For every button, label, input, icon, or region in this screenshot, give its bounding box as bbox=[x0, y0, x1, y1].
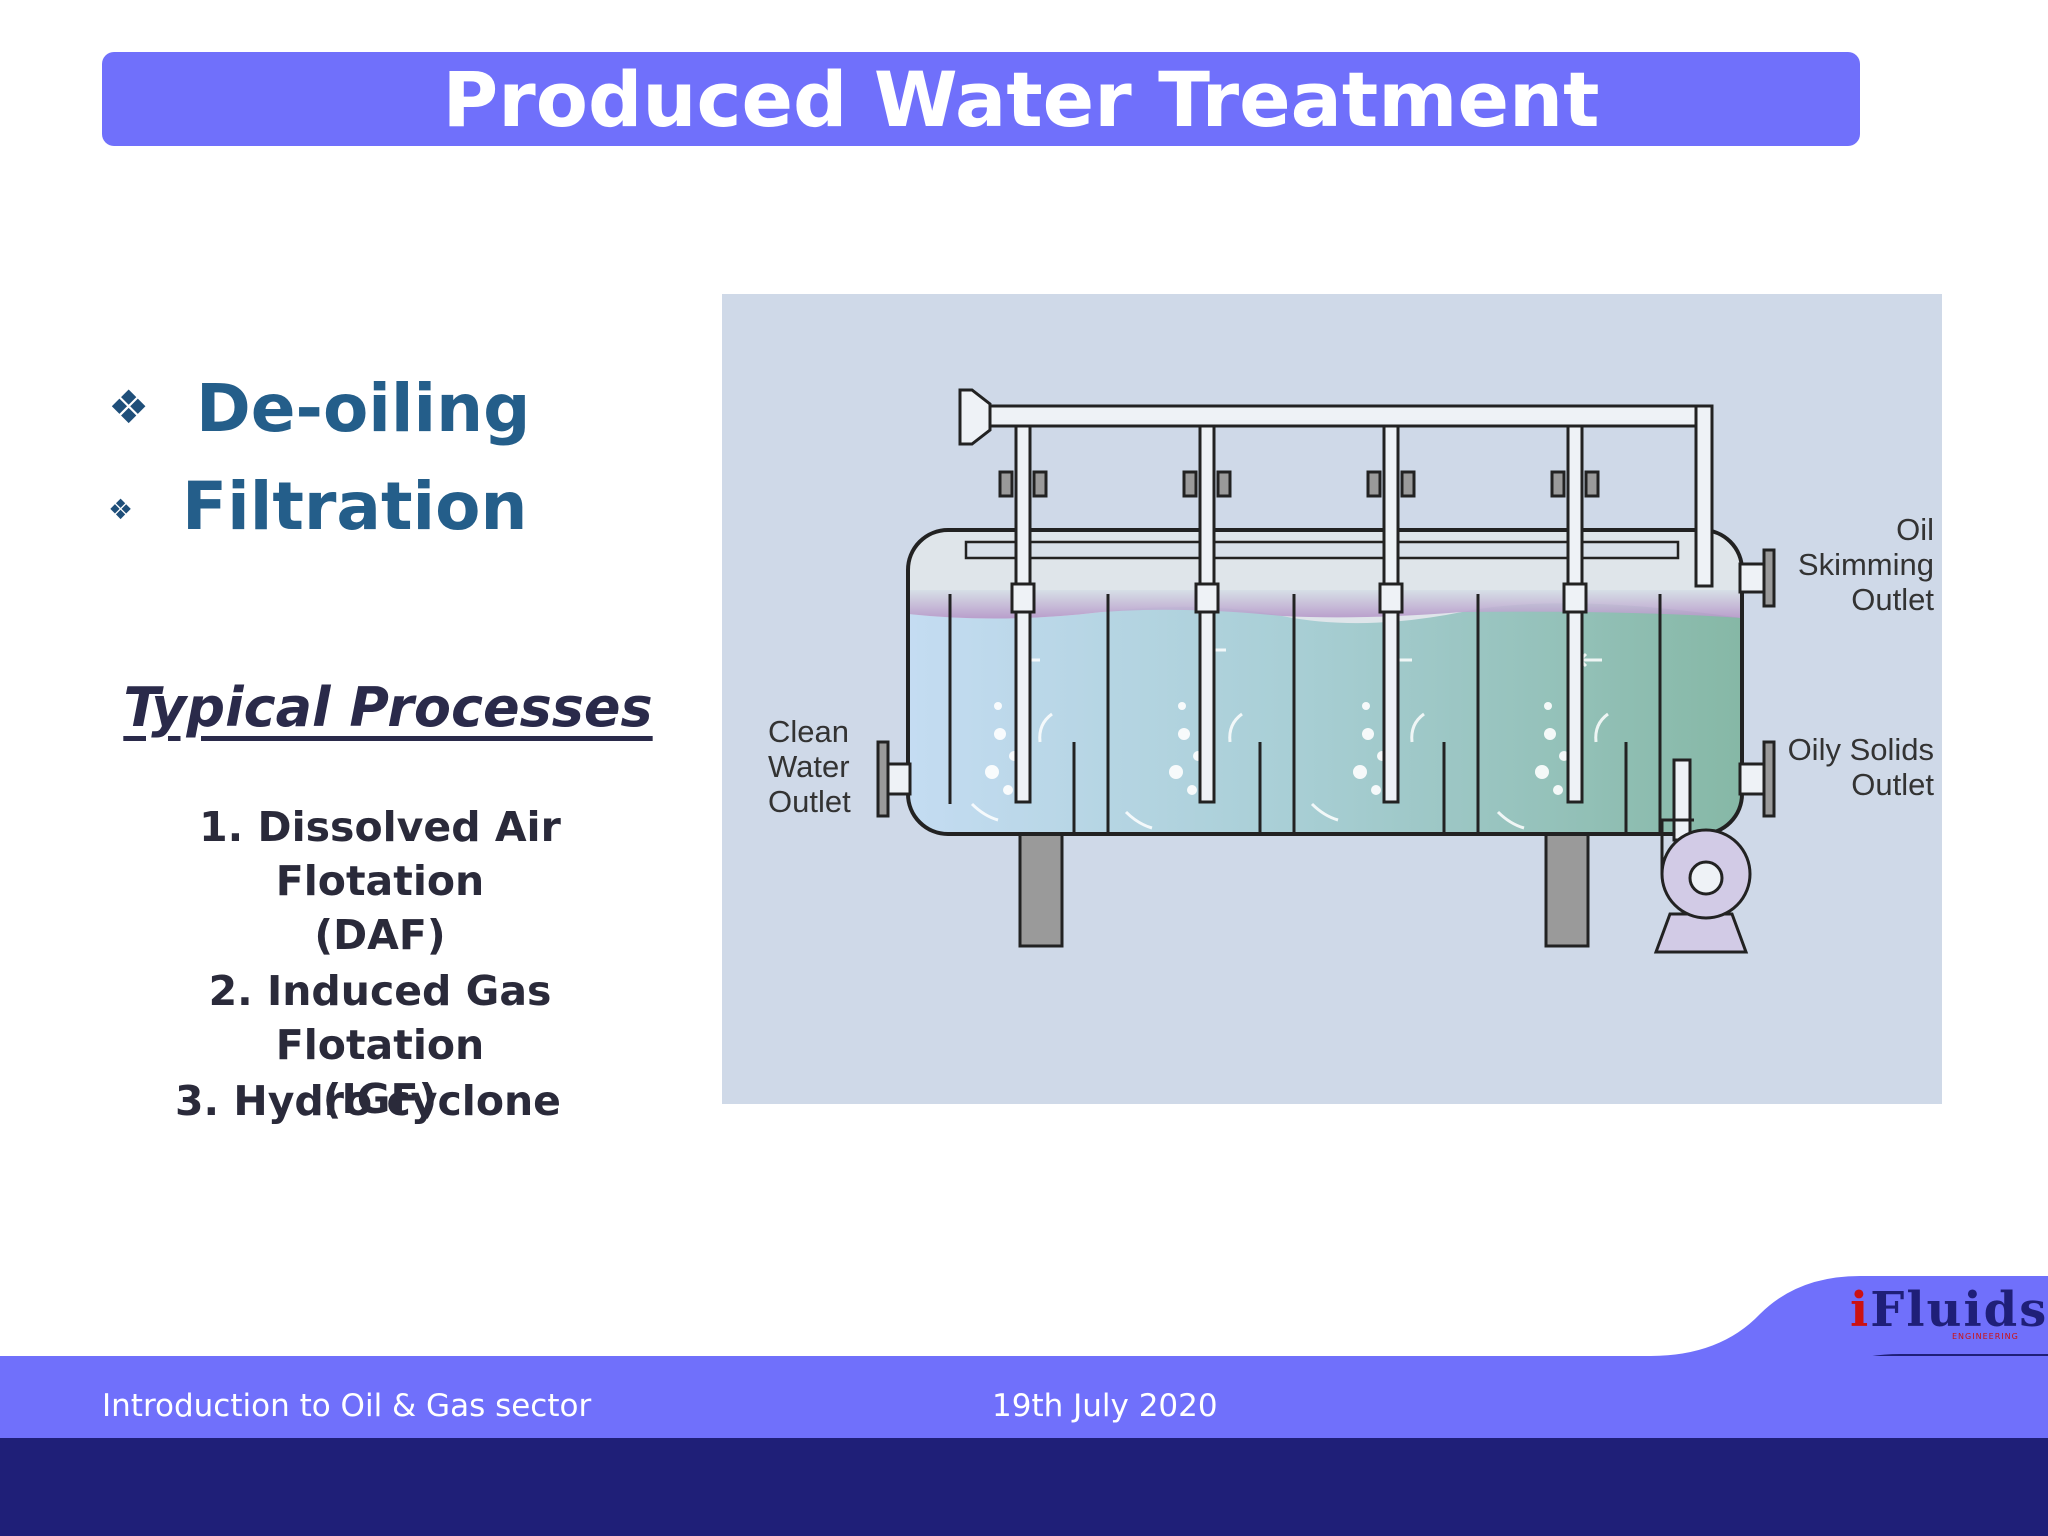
diamond-bullet-icon: ❖ bbox=[108, 380, 150, 434]
bullet-text: De-oiling bbox=[196, 370, 531, 447]
process-name: Hydro cyclone bbox=[233, 1077, 561, 1125]
oil-skimming-nozzle bbox=[1738, 548, 1776, 608]
process-name: Dissolved Air Flotation bbox=[257, 803, 561, 905]
clean-water-nozzle bbox=[876, 740, 912, 818]
oily-solids-outlet-label: Oily Solids Outlet bbox=[1787, 732, 1934, 802]
bullet-filtration: ❖ Filtration bbox=[108, 468, 527, 545]
bullet-text: Filtration bbox=[182, 468, 528, 545]
process-number: 3. bbox=[175, 1077, 220, 1125]
process-number: 2. bbox=[208, 967, 253, 1015]
logo-subtext: ENGINEERING bbox=[1952, 1332, 2019, 1341]
bullet-de-oiling: ❖ De-oiling bbox=[108, 370, 530, 447]
footer-dark-band bbox=[0, 1438, 2048, 1536]
support-leg-left bbox=[1018, 832, 1064, 948]
vessel-drawing bbox=[876, 388, 1776, 954]
footer-course-title: Introduction to Oil & Gas sector bbox=[102, 1388, 592, 1424]
ifluids-logo: iFluids bbox=[1850, 1282, 2048, 1338]
oil-skimming-outlet-label: Oil Skimming Outlet bbox=[1797, 512, 1934, 617]
title-bar: Produced Water Treatment bbox=[102, 52, 1860, 146]
process-item-daf: 1. Dissolved Air Flotation (DAF) bbox=[100, 800, 660, 962]
process-item-igf: 2. Induced Gas Flotation (IGF) bbox=[100, 964, 660, 1126]
process-number: 1. bbox=[199, 803, 244, 851]
process-abbrev: (IGF) bbox=[322, 1075, 438, 1123]
process-item-hydrocyclone: 3. Hydro cyclone bbox=[88, 1074, 648, 1128]
recycle-pump bbox=[1653, 758, 1752, 954]
flotation-vessel-diagram: Clean Water Outlet Oil Skimming Outlet O… bbox=[722, 294, 1942, 1104]
process-name: Induced Gas Flotation bbox=[266, 967, 552, 1069]
diamond-bullet-icon: ❖ bbox=[108, 493, 134, 526]
clean-water-outlet-label: Clean Water Outlet bbox=[768, 714, 851, 819]
process-abbrev: (DAF) bbox=[314, 911, 446, 959]
processes-heading: Typical Processes bbox=[123, 676, 653, 739]
oily-solids-nozzle bbox=[1738, 740, 1776, 818]
slide-title: Produced Water Treatment bbox=[442, 55, 1600, 144]
footer-date: 19th July 2020 bbox=[992, 1388, 1218, 1424]
support-leg-right bbox=[1544, 832, 1590, 948]
footer-band bbox=[0, 1356, 2048, 1438]
